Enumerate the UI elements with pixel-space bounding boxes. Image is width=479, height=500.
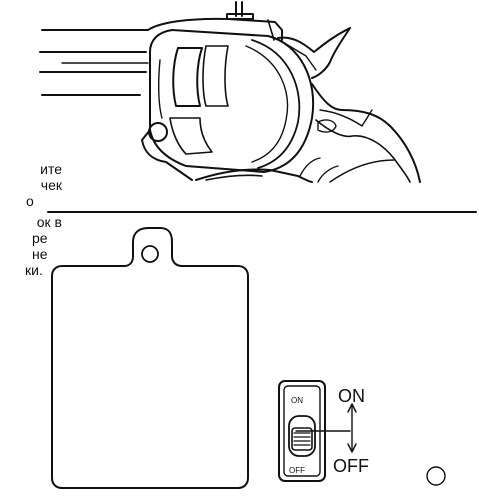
instruction-line: о — [26, 193, 34, 210]
battery-cover-screw-hole — [141, 245, 159, 263]
switch-off-label: OFF — [333, 456, 369, 476]
power-switch-illustration — [278, 380, 357, 482]
instruction-line: ре — [32, 229, 48, 246]
instruction-line: ки. — [25, 262, 43, 279]
instruction-text-fragment: ите чек о ок в ре не ки. — [0, 161, 62, 341]
grip-outline — [311, 83, 421, 183]
switch-on-label: ON — [338, 386, 365, 406]
frame-top — [147, 17, 283, 41]
hammer — [277, 27, 351, 79]
switch-arrow-up-head — [347, 403, 357, 413]
cylinder-face — [251, 39, 301, 169]
switch-on-label-small: ON — [291, 396, 303, 405]
hammer-inner — [285, 43, 317, 71]
frame-lower — [141, 129, 193, 181]
instruction-line: чек — [40, 177, 62, 194]
grip-panel — [319, 109, 373, 127]
cylinder-flute-2 — [202, 45, 229, 107]
cylinder-band — [157, 59, 163, 119]
battery-cover-outline — [51, 227, 249, 489]
grip-escutcheon — [317, 119, 337, 133]
cylinder-outline — [149, 29, 315, 173]
switch-arrow-down-head — [347, 443, 357, 453]
frame-screw — [148, 122, 168, 142]
corner-circle-mark — [426, 466, 446, 486]
grip-cut — [299, 157, 339, 183]
trigger-guard — [195, 168, 313, 183]
instruction-line: ите — [40, 161, 62, 177]
switch-knob-ridges — [293, 432, 311, 446]
grip-bottom-curve — [329, 159, 395, 183]
switch-knob — [291, 427, 313, 451]
cylinder-flute-1 — [172, 47, 203, 107]
cylinder-flute-3 — [169, 117, 213, 155]
instruction-line: ок в — [36, 213, 62, 230]
cylinder-face-inner — [245, 45, 289, 163]
grip-inner — [315, 119, 411, 183]
revolver-illustration — [39, 1, 421, 183]
battery-cover-illustration — [51, 227, 249, 489]
instruction-line: не — [32, 246, 48, 263]
switch-off-label-small: OFF — [289, 466, 305, 475]
trigger-guard-inner — [205, 174, 263, 181]
switch-slot — [288, 415, 316, 457]
